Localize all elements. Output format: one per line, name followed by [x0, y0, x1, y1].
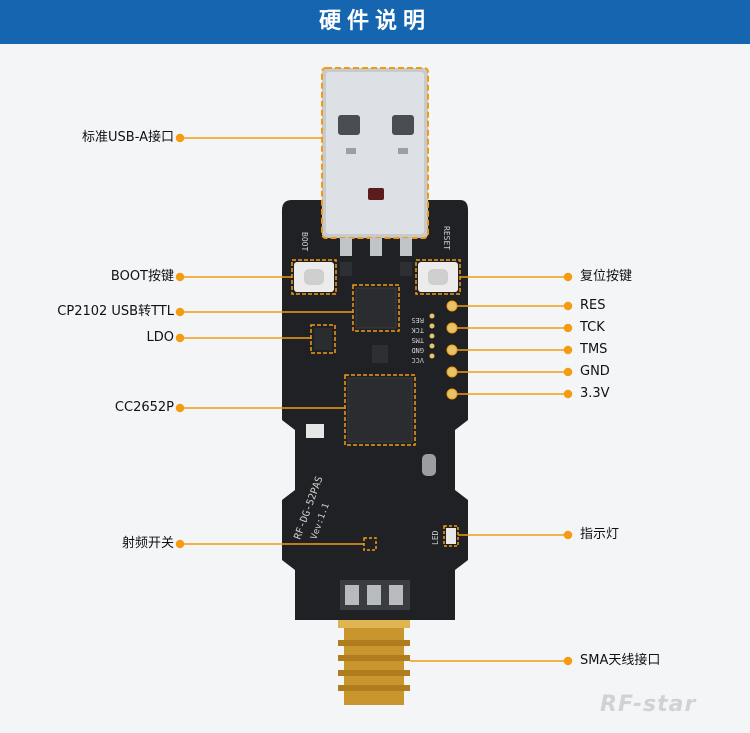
silk-led: LED [431, 530, 440, 545]
left-leaders [175, 133, 364, 549]
cc2652p-chip [344, 374, 416, 446]
svg-text:GND: GND [411, 346, 424, 354]
led-graphic [443, 525, 459, 547]
test-pads [429, 300, 458, 400]
callout-cc2652p: CC2652P [114, 400, 174, 415]
callout-boot-button: BOOT按键 [110, 269, 174, 284]
callout-tck: TCK [580, 320, 605, 335]
svg-text:VCC: VCC [411, 356, 424, 364]
page-title: 硬件说明 [0, 0, 750, 44]
callout-cp2102: CP2102 USB转TTL [57, 304, 174, 319]
usb-a-plug [321, 67, 429, 256]
silk-boot: BOOT [300, 232, 309, 251]
callout-res: RES [580, 298, 606, 313]
silk-pin-labels: RES TCK TMS GND VCC [411, 316, 424, 364]
svg-text:TMS: TMS [411, 336, 424, 344]
callout-led: 指示灯 [580, 527, 620, 542]
crystal [306, 424, 324, 438]
svg-text:RES: RES [411, 316, 424, 324]
callout-rf-switch: 射频开关 [121, 536, 174, 551]
ldo-chip [310, 324, 336, 354]
reset-button-graphic [415, 259, 461, 295]
callout-reset-button: 复位按键 [580, 269, 633, 284]
callout-gnd: GND [580, 364, 610, 379]
oscillator [422, 454, 436, 476]
callout-ldo: LDO [146, 330, 175, 345]
callout-sma: SMA天线接口 [580, 653, 661, 668]
brand-logo: RF-star [600, 692, 697, 717]
boot-button-graphic [291, 259, 337, 295]
cp2102-chip [352, 284, 400, 332]
svg-text:TCK: TCK [411, 326, 424, 334]
callout-usb-a: 标准USB-A接口 [82, 130, 174, 145]
silk-reset: RESET [442, 226, 451, 250]
callout-tms: TMS [580, 342, 608, 357]
right-leaders [410, 272, 573, 666]
callout-3v3: 3.3V [580, 386, 610, 401]
